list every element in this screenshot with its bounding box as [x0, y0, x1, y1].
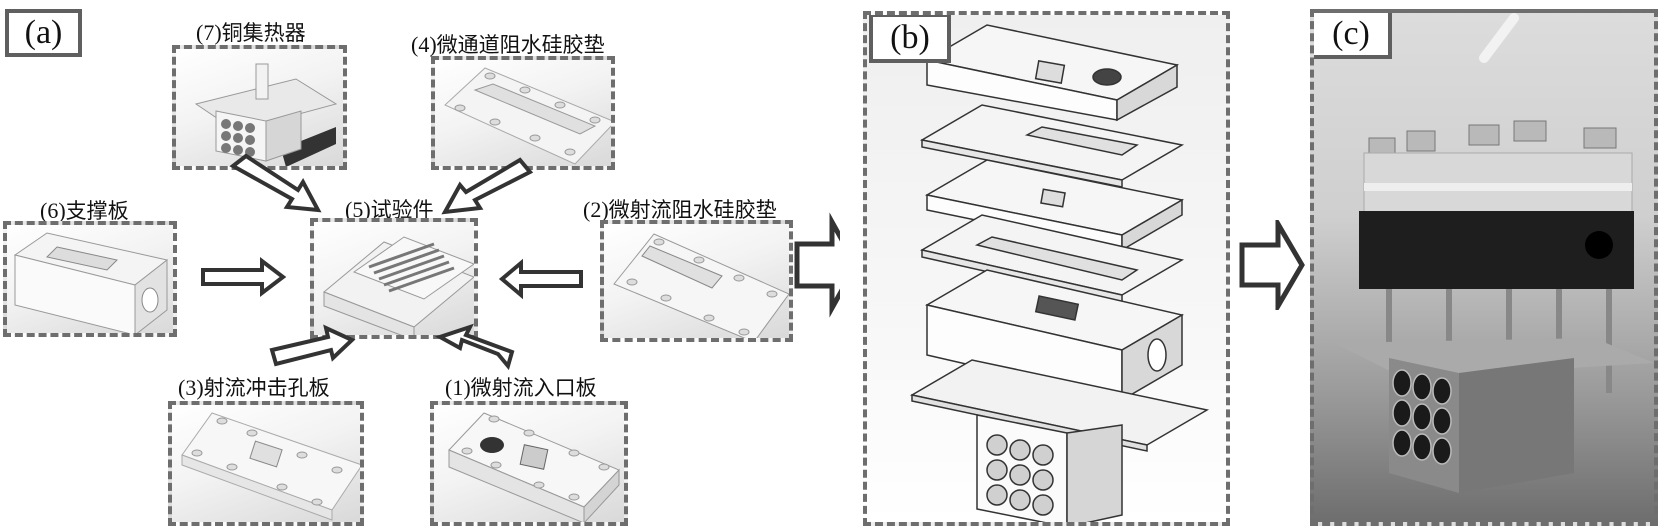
component-orifice-plate-image: [168, 401, 364, 526]
copper-collector-drawing: [194, 63, 338, 166]
support-plate-drawing: [13, 232, 169, 333]
panel-a-label: (a): [5, 9, 82, 57]
arrow-b-to-c-svg: [1239, 220, 1305, 310]
component-inlet-plate-image: [430, 401, 628, 526]
caption-support-plate: (6)支撑板: [40, 198, 129, 223]
test-rig-photo: [1334, 13, 1654, 493]
arrow-7-to-5: [229, 153, 322, 213]
arrow-a-to-b: [794, 212, 840, 318]
caption-microchannel-gasket: (4)微通道阻水硅胶垫: [411, 32, 605, 57]
arrow-b-to-c: [1239, 220, 1305, 310]
component-microchannel-gasket-image: [431, 56, 615, 170]
arrow-6-to-5: [201, 256, 287, 298]
arrow-1-to-5: [435, 323, 515, 371]
panel-b-label-text: (b): [890, 19, 930, 56]
arrow-4-to-5: [441, 157, 534, 215]
arrow-3-to-5: [269, 324, 356, 367]
caption-microjet-gasket: (2)微射流阻水硅胶垫: [583, 197, 777, 222]
panel-a-label-text: (a): [24, 14, 63, 51]
panel-c-photo: (c): [1310, 9, 1658, 526]
caption-inlet-plate: (1)微射流入口板: [445, 375, 597, 400]
component-test-piece-image: [310, 218, 478, 339]
microchannel-gasket-drawing: [444, 67, 611, 165]
inlet-plate-drawing: [448, 412, 620, 522]
caption-copper-collector: (7)铜集热器: [196, 20, 306, 45]
test-piece-drawing: [323, 236, 474, 335]
panel-b-exploded-view: (b): [863, 11, 1230, 526]
component-support-plate-image: [3, 221, 177, 337]
microjet-gasket-drawing: [613, 233, 789, 338]
component-microjet-gasket-image: [600, 220, 793, 342]
panel-c-label-text: (c): [1332, 15, 1370, 52]
component-copper-collector-image: [172, 45, 347, 170]
exploded-assembly-drawing: [909, 24, 1210, 522]
orifice-plate-drawing: [181, 412, 360, 521]
caption-orifice-plate: (3)射流冲击孔板: [178, 375, 330, 400]
arrow-2-to-5: [498, 258, 583, 300]
panel-b-label: (b): [869, 15, 951, 63]
caption-test-piece: (5)试验件: [345, 197, 434, 222]
panel-c-label: (c): [1314, 13, 1392, 59]
assembly-arrows: [201, 153, 840, 371]
